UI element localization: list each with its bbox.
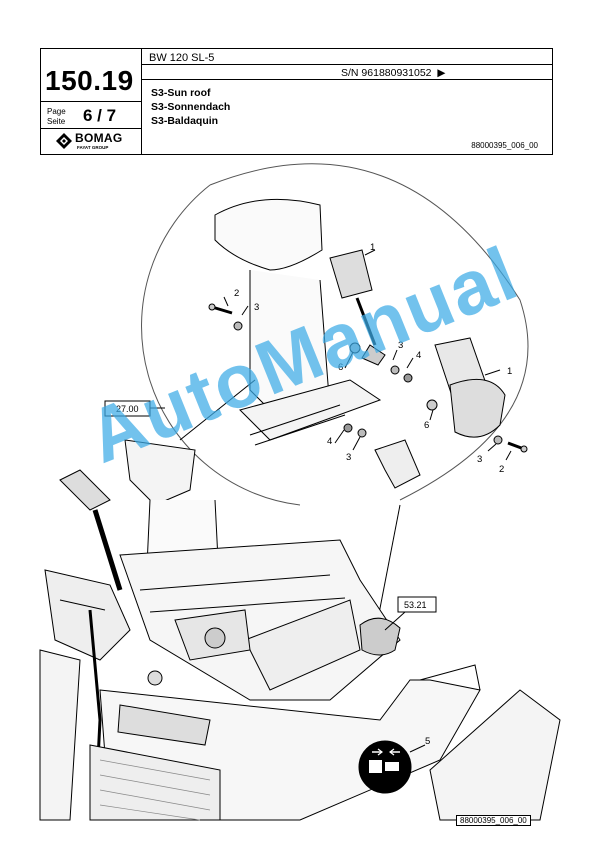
logo-subtext: FAYAT GROUP (77, 145, 109, 150)
svg-text:4: 4 (327, 436, 332, 447)
svg-text:5: 5 (425, 736, 430, 747)
seat-bracket (239, 379, 382, 441)
model-name: BW 120 SL-5 (149, 52, 215, 64)
bomag-diamond-logo-icon (56, 133, 72, 149)
logo-text: BOMAG (75, 131, 123, 145)
nut-4-left (343, 423, 353, 433)
switch-53-21 (359, 617, 401, 656)
headrest (214, 198, 323, 271)
svg-text:2: 2 (234, 288, 239, 299)
seatbelt-symbol-icon (358, 740, 426, 794)
washer-3-left (233, 321, 243, 331)
svg-text:4: 4 (416, 350, 421, 361)
title-de: S3-Sonnendach (151, 101, 231, 113)
title-fr: S3-Baldaquin (151, 115, 219, 127)
page-label: Page Seite (47, 107, 66, 126)
doc-number: 88000395_006_00 (471, 141, 538, 150)
figure-number: 88000395_006_00 (456, 815, 531, 826)
exploded-parts-drawing: 27.00 53.21 1 2 3 6 3 4 1 4 6 3 3 2 5 (39, 163, 561, 821)
detail-circle-right (209, 163, 529, 501)
belt-buckle (329, 249, 373, 299)
ref-box-53-21: 53.21 (384, 596, 437, 631)
page-value: 6 / 7 (83, 106, 117, 125)
arrow-right-icon: ▶ (437, 67, 446, 79)
svg-text:3: 3 (346, 452, 351, 463)
divider (141, 79, 552, 80)
seat-headrest-main (124, 439, 196, 506)
belt-retractor (449, 378, 506, 438)
svg-text:3: 3 (398, 340, 403, 351)
washer-3 (390, 365, 400, 375)
detail-circle-left (141, 184, 301, 506)
spacer-6 (349, 342, 361, 354)
divider (41, 101, 141, 102)
bolt-2-right (507, 441, 528, 453)
ref-box-27-00: 27.00 (104, 400, 165, 417)
svg-text:1: 1 (507, 366, 512, 377)
svg-text:3: 3 (254, 302, 259, 313)
control-console (44, 569, 131, 661)
page-number: 150.19 (45, 65, 134, 96)
divider (141, 64, 552, 65)
bomag-plate (117, 704, 211, 746)
divider (41, 128, 141, 129)
serial-number: S/N 961880931052 ▶ (341, 67, 446, 79)
svg-text:3: 3 (477, 454, 482, 465)
title-en: S3-Sun roof (151, 87, 211, 99)
bolt-2-left (208, 303, 233, 315)
bracket (374, 439, 421, 489)
svg-text:53.21: 53.21 (404, 600, 427, 610)
belt-strap (355, 297, 377, 346)
svg-text:1: 1 (370, 242, 375, 253)
spacer-6-right (426, 399, 438, 411)
joystick-top (59, 469, 111, 511)
page-info-block: 150.19 Page Seite 6 / 7 BOMAG FAYAT GROU… (41, 49, 142, 154)
svg-text:6: 6 (338, 362, 343, 373)
washer-3-mid (357, 428, 367, 438)
nut-4 (403, 373, 413, 383)
svg-text:27.00: 27.00 (116, 404, 139, 414)
washer-3-right (493, 435, 503, 445)
title-block: 150.19 Page Seite 6 / 7 BOMAG FAYAT GROU… (40, 48, 553, 155)
svg-text:6: 6 (424, 420, 429, 431)
svg-text:2: 2 (499, 464, 504, 475)
section-titles: S3-Sun roof S3-Sonnendach S3-Baldaquin (151, 86, 230, 128)
